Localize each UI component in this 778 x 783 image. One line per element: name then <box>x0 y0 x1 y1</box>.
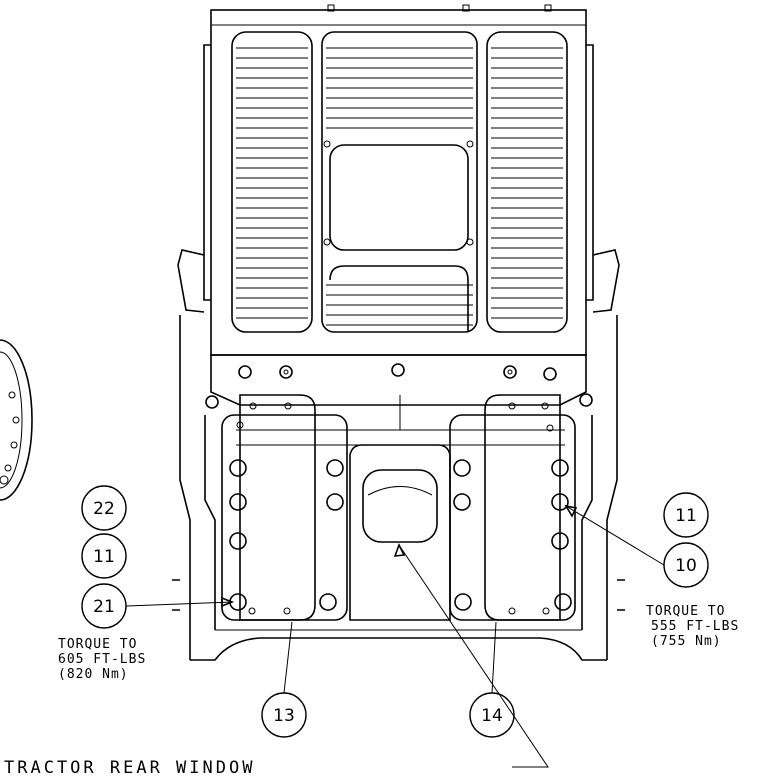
callout-22: 22 <box>81 485 127 531</box>
svg-text:11: 11 <box>675 506 697 526</box>
svg-text:11: 11 <box>93 547 115 567</box>
svg-text:(820 Nm): (820 Nm) <box>58 667 129 682</box>
wheel-hub <box>0 339 33 501</box>
grille-panel-right <box>486 31 568 333</box>
svg-text:10: 10 <box>675 556 697 576</box>
svg-text:13: 13 <box>273 706 295 726</box>
svg-text:14: 14 <box>481 706 503 726</box>
callout-11-left: 11 <box>81 533 127 579</box>
grille-panel-left <box>231 31 313 333</box>
svg-text:TRACTOR REAR WINDOW: TRACTOR REAR WINDOW <box>4 758 255 778</box>
leader-lines <box>125 504 665 768</box>
callout-13: 13 <box>261 692 307 738</box>
svg-text:22: 22 <box>93 499 115 519</box>
window-label: TRACTOR REAR WINDOW <box>4 758 255 778</box>
mounting-plate <box>205 354 593 430</box>
torque-note-right: TORQUE TO 555 FT-LBS (755 Nm) <box>646 604 739 649</box>
chassis-frame <box>172 315 625 661</box>
svg-text:21: 21 <box>93 597 115 617</box>
center-window-box <box>349 444 451 621</box>
hitch-plate-right <box>449 394 576 621</box>
callout-21: 21 <box>81 583 127 629</box>
svg-text:TORQUE TO: TORQUE TO <box>646 604 725 619</box>
svg-text:555 FT-LBS: 555 FT-LBS <box>651 619 739 634</box>
svg-text:TORQUE TO: TORQUE TO <box>58 637 137 652</box>
hitch-plate-left <box>221 394 348 621</box>
callout-10: 10 <box>663 542 709 588</box>
torque-note-left: TORQUE TO 605 FT-LBS (820 Nm) <box>58 637 146 682</box>
svg-text:(755 Nm): (755 Nm) <box>651 634 722 649</box>
callout-11-right: 11 <box>663 492 709 538</box>
svg-text:605 FT-LBS: 605 FT-LBS <box>58 652 146 667</box>
callout-14: 14 <box>469 692 515 738</box>
grille-panel-center <box>321 31 478 333</box>
